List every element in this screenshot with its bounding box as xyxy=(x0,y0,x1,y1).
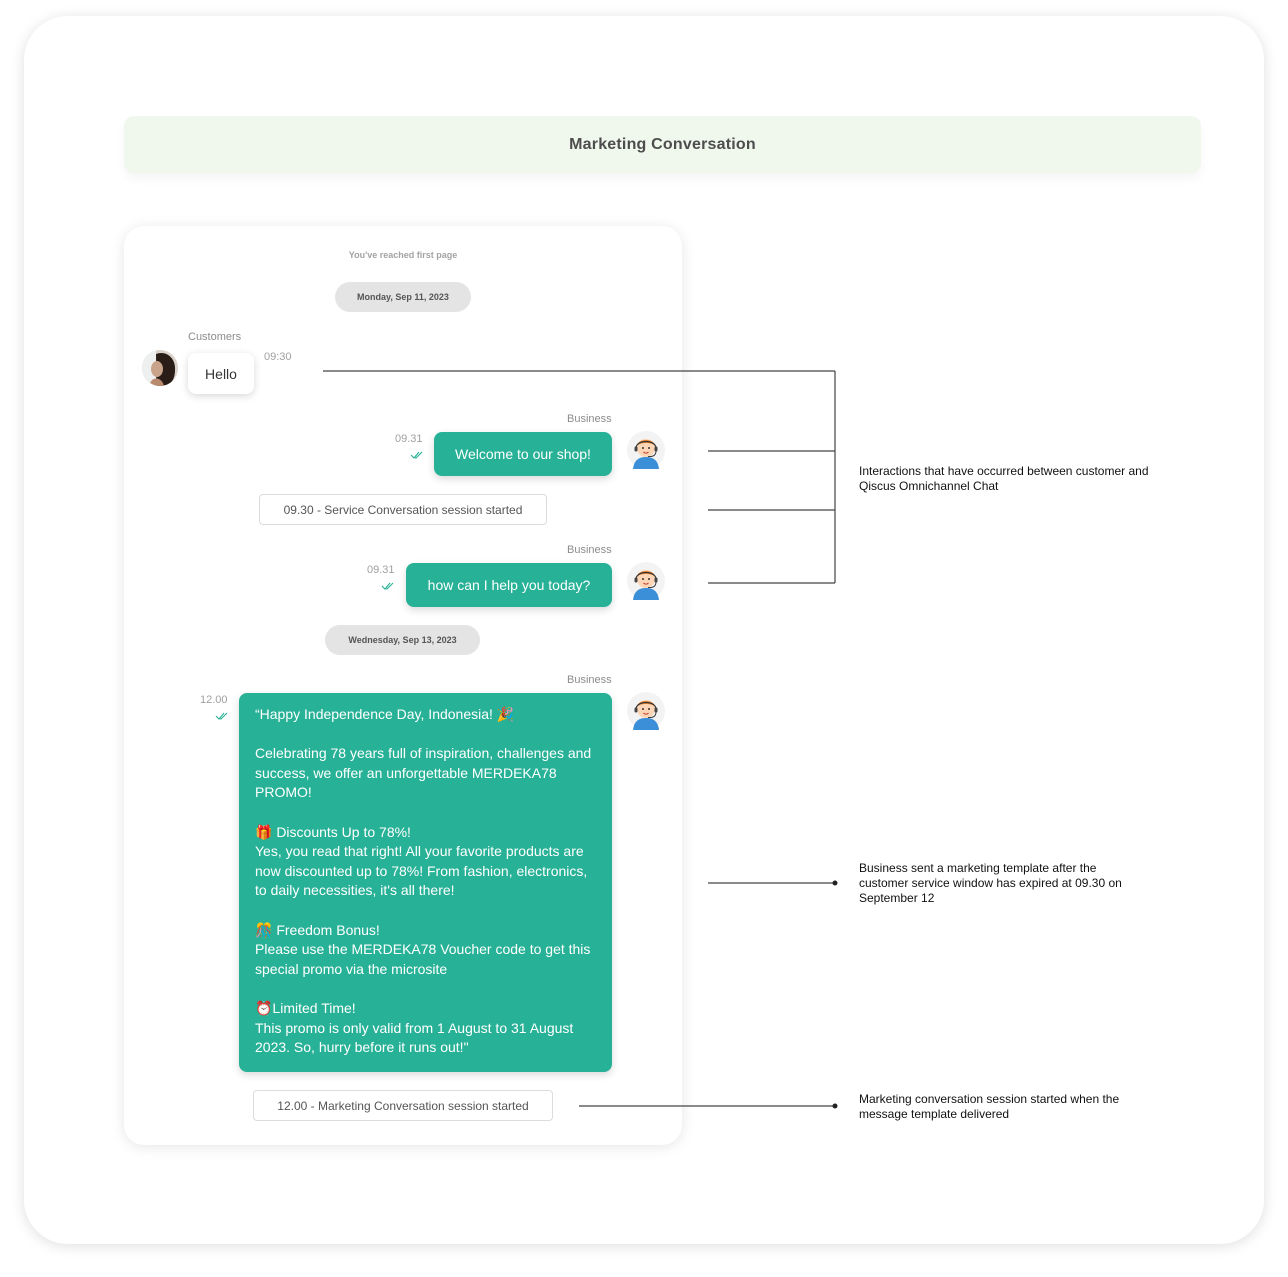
message-bubble-business[interactable]: Welcome to our shop! xyxy=(434,432,612,476)
first-page-notice: You've reached first page xyxy=(348,250,458,260)
message-time: 09.31 xyxy=(395,433,423,445)
agent-icon xyxy=(627,562,665,600)
chat-panel[interactable]: You've reached first page Monday, Sep 11… xyxy=(124,226,682,1145)
customer-avatar-image xyxy=(142,350,178,386)
message-time: 12.00 xyxy=(200,694,228,706)
business-agent-avatar xyxy=(627,562,665,600)
message-time: 09.31 xyxy=(367,564,395,576)
message-bubble-business[interactable]: how can I help you today? xyxy=(406,563,612,607)
double-check-icon xyxy=(381,582,394,590)
service-session-marker: 09.30 - Service Conversation session sta… xyxy=(259,494,547,525)
business-sender-label: Business xyxy=(567,544,612,556)
annotation-note-marketing-template: Business sent a marketing template after… xyxy=(859,861,1122,905)
business-sender-label: Business xyxy=(567,413,612,425)
connector-dot xyxy=(832,1103,838,1109)
connector-dot xyxy=(832,880,838,886)
business-agent-avatar xyxy=(627,431,665,469)
business-sender-label: Business xyxy=(567,674,612,686)
date-divider: Monday, Sep 11, 2023 xyxy=(335,282,471,312)
customer-avatar xyxy=(142,350,178,386)
marketing-template-text: “Happy Independence Day, Indonesia! 🎉 Ce… xyxy=(255,706,592,1056)
message-time: 09:30 xyxy=(264,351,292,363)
double-check-icon xyxy=(215,712,228,720)
business-agent-avatar xyxy=(627,692,665,730)
double-check-icon xyxy=(410,451,423,459)
customer-sender-label: Customers xyxy=(188,331,242,343)
annotation-note-interactions: Interactions that have occurred between … xyxy=(859,464,1149,493)
annotation-note-marketing-session: Marketing conversation session started w… xyxy=(859,1092,1120,1121)
message-bubble-customer[interactable]: Hello xyxy=(188,353,254,394)
agent-icon xyxy=(627,692,665,730)
agent-icon xyxy=(627,431,665,469)
marketing-template-bubble[interactable]: “Happy Independence Day, Indonesia! 🎉 Ce… xyxy=(239,693,612,1072)
marketing-session-marker: 12.00 - Marketing Conversation session s… xyxy=(253,1090,553,1121)
page-title: Marketing Conversation xyxy=(124,116,1201,173)
date-divider: Wednesday, Sep 13, 2023 xyxy=(325,625,480,655)
